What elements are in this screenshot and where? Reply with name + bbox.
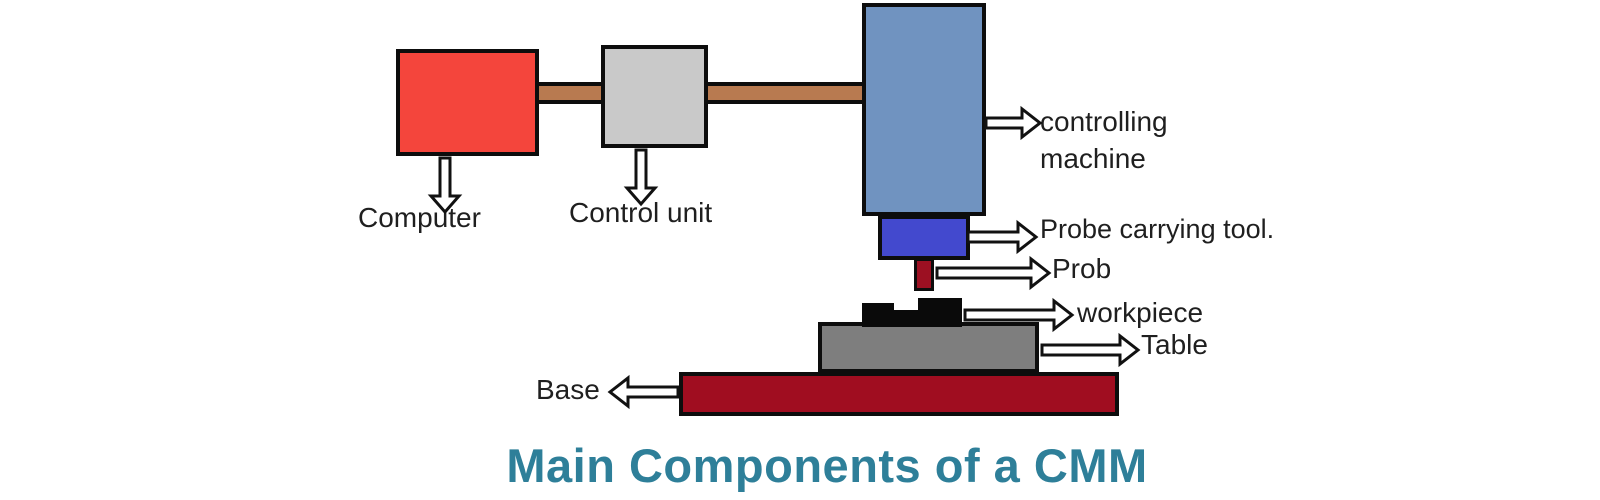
workpiece-block-middle xyxy=(893,310,919,327)
controlling-machine-arrow-icon xyxy=(984,105,1043,141)
workpiece-arrow-icon xyxy=(963,297,1075,333)
prob-label: Prob xyxy=(1052,253,1112,284)
computer-label: Computer xyxy=(358,202,481,233)
computer-box xyxy=(396,49,539,156)
cable-computer-to-control-unit xyxy=(537,82,603,104)
page-title: Main Components of a CMM xyxy=(506,439,1148,492)
table-arrow-icon xyxy=(1040,332,1141,368)
probe-carrying-tool-arrow-icon xyxy=(966,219,1039,255)
control-unit-box xyxy=(601,45,708,148)
prob-arrow-icon xyxy=(935,255,1052,291)
workpiece-block-right xyxy=(918,298,962,327)
computer-down-arrow-icon xyxy=(427,156,463,215)
base-box xyxy=(679,372,1119,416)
probe-carrying-tool-box xyxy=(878,215,970,260)
base-label: Base xyxy=(536,374,600,405)
probe-carrying-tool-label: Probe carrying tool. xyxy=(1040,214,1275,244)
cable-control-unit-to-column xyxy=(706,82,864,104)
controlling-machine-label: controlling machine xyxy=(1040,103,1168,177)
probe-stick xyxy=(914,258,934,291)
workpiece-block-left xyxy=(862,303,894,327)
control-unit-down-arrow-icon xyxy=(623,148,659,207)
controlling-machine-label-line2: machine xyxy=(1040,143,1146,174)
controlling-machine-column-box xyxy=(862,3,986,216)
workpiece-label: workpiece xyxy=(1077,297,1204,328)
table-label: Table xyxy=(1141,329,1208,360)
base-left-arrow-icon xyxy=(607,374,680,410)
controlling-machine-label-line1: controlling xyxy=(1040,106,1168,137)
